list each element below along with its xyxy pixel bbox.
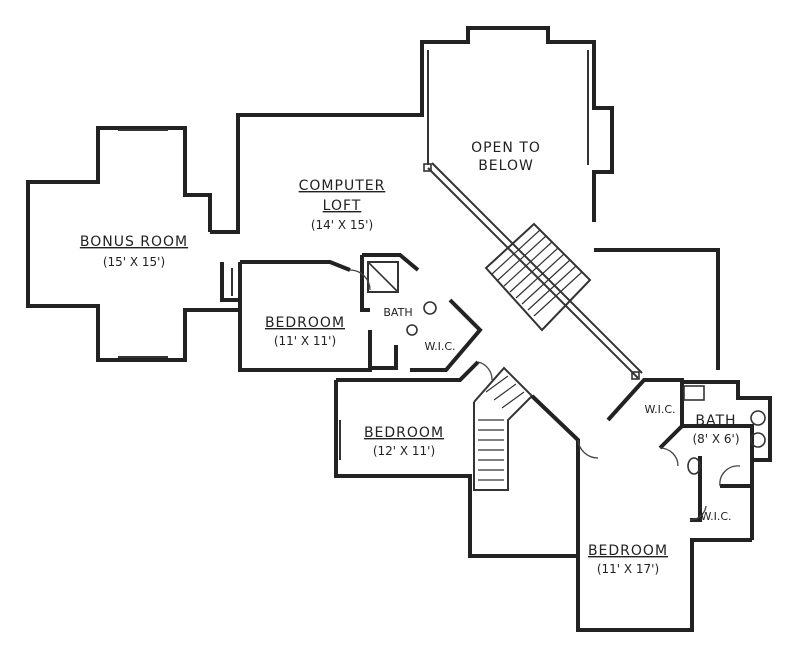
bath-1-walls (349, 253, 483, 372)
main-stair (484, 222, 592, 332)
svg-text:BONUS ROOM: BONUS ROOM (80, 234, 188, 250)
master-suite-walls (606, 378, 772, 540)
svg-text:(15' X 15'): (15' X 15') (103, 255, 165, 269)
bedroom-1-label: BEDROOM (11' X 11') (265, 315, 345, 348)
bedroom-2-label: BEDROOM (12' X 11') (364, 425, 444, 458)
svg-text:W.I.C.: W.I.C. (700, 510, 731, 523)
svg-text:BATH: BATH (383, 306, 412, 319)
svg-text:BEDROOM: BEDROOM (265, 315, 345, 331)
open-to-below-label: OPEN TO BELOW (471, 140, 541, 174)
computer-loft-label: COMPUTER LOFT (14' X 15') (299, 178, 386, 232)
bath-1-label: BATH (383, 306, 412, 319)
svg-text:(8' X 6'): (8' X 6') (692, 432, 739, 446)
svg-text:BELOW: BELOW (478, 158, 534, 174)
svg-text:W.I.C.: W.I.C. (644, 403, 675, 416)
svg-text:LOFT: LOFT (323, 198, 362, 214)
wic-3-label: W.I.C. (700, 510, 731, 523)
lower-stair (473, 366, 534, 491)
wic-1-label: W.I.C. (424, 340, 455, 353)
bedroom-3-label: BEDROOM (11' X 17') (588, 543, 668, 576)
svg-text:W.I.C.: W.I.C. (424, 340, 455, 353)
svg-text:OPEN TO: OPEN TO (471, 140, 541, 156)
bedroom-1-walls (220, 260, 372, 372)
svg-text:(11' X 11'): (11' X 11') (274, 334, 336, 348)
svg-text:BEDROOM: BEDROOM (588, 543, 668, 559)
svg-text:BATH: BATH (695, 413, 736, 429)
svg-text:(11' X 17'): (11' X 17') (597, 562, 659, 576)
svg-text:(14' X 15'): (14' X 15') (311, 218, 373, 232)
hall-walls (530, 394, 752, 632)
svg-text:(12' X 11'): (12' X 11') (373, 444, 435, 458)
bonus-room-label: BONUS ROOM (15' X 15') (80, 234, 188, 269)
svg-text:BEDROOM: BEDROOM (364, 425, 444, 441)
bath-2-label: BATH (8' X 6') (692, 413, 739, 446)
bedroom-2-walls (334, 360, 578, 558)
bonus-room-walls (26, 126, 242, 362)
wic-2-label: W.I.C. (644, 403, 675, 416)
svg-text:COMPUTER: COMPUTER (299, 178, 386, 194)
loft-walls (210, 26, 720, 370)
